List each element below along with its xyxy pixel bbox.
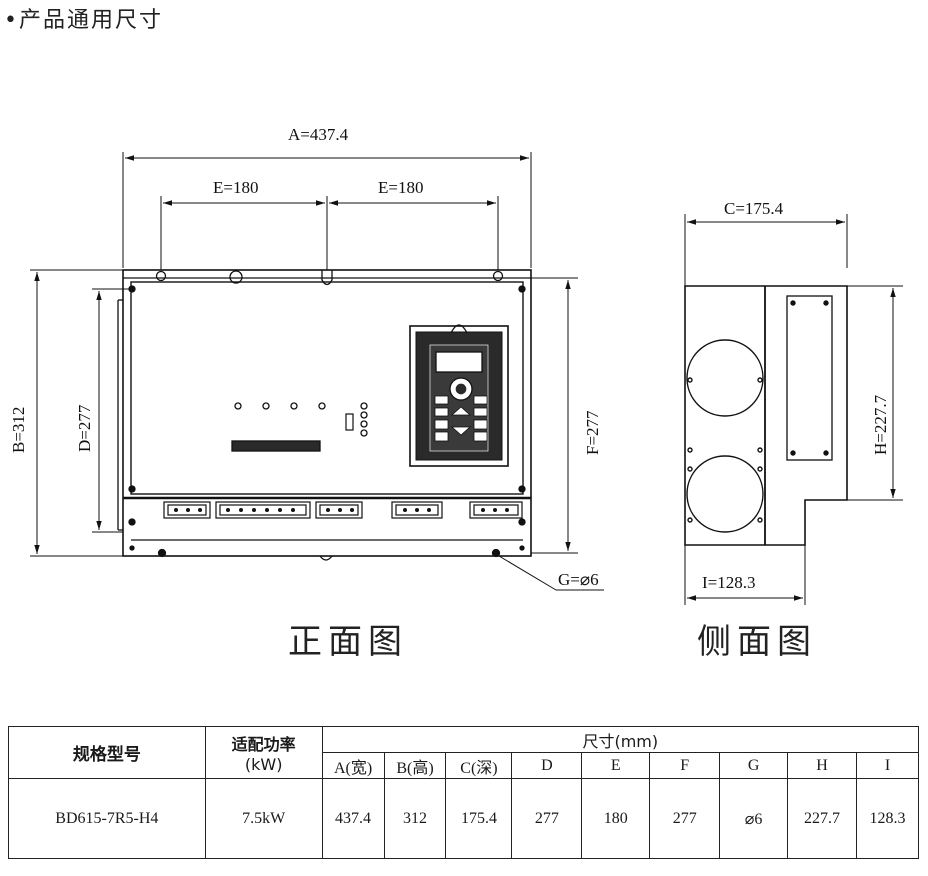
spec-table: 规格型号 适配功率 (kW) 尺寸(mm) A(宽) B(高) C(深) D E…: [8, 726, 920, 859]
section-title: •产品通用尺寸: [4, 8, 163, 33]
table-row: BD615-7R5-H4 7.5kW 437.4 312 175.4 277 1…: [8, 778, 920, 859]
subheader-e: E: [581, 752, 651, 779]
subheader-d: D: [511, 752, 583, 779]
side-view-caption: 侧面图: [697, 622, 817, 662]
dim-f-label: F=277: [583, 410, 602, 455]
front-dimensions: [30, 152, 604, 591]
header-power: 适配功率 (kW): [204, 726, 323, 779]
cell-b: 312: [383, 778, 447, 859]
cell-model: BD615-7R5-H4: [8, 778, 206, 859]
subheader-c: C(深): [445, 752, 513, 779]
dim-c-label: C=175.4: [724, 199, 784, 218]
cell-a: 437.4: [321, 778, 385, 859]
front-view-caption: 正面图: [288, 622, 408, 662]
dim-e-left-label: E=180: [213, 178, 258, 197]
side-view: [684, 285, 848, 546]
side-dimensions: [684, 214, 903, 605]
cell-h: 227.7: [787, 778, 857, 859]
dim-g-label: G=⌀6: [558, 570, 599, 589]
dim-i-label: I=128.3: [702, 573, 756, 592]
cell-power: 7.5kW: [204, 778, 323, 859]
cell-d: 277: [511, 778, 583, 859]
dim-a-label: A=437.4: [288, 125, 349, 144]
front-view: [117, 269, 532, 561]
subheader-h: H: [787, 752, 857, 779]
header-power-line1: 适配功率: [231, 735, 296, 754]
header-model: 规格型号: [8, 726, 206, 779]
dimension-drawing: A=437.4 E=180 E=180 B=312 D=277 F=277 G=…: [9, 125, 903, 662]
header-power-line2: (kW): [244, 755, 283, 774]
subheader-g: G: [719, 752, 789, 779]
dim-d-label: D=277: [75, 404, 94, 452]
dim-h-label: H=227.7: [871, 394, 890, 455]
header-dims: 尺寸(mm): [321, 726, 920, 753]
dim-e-right-label: E=180: [378, 178, 423, 197]
cell-c: 175.4: [445, 778, 513, 859]
cell-g: ⌀6: [719, 778, 789, 859]
dim-b-label: B=312: [9, 407, 28, 453]
subheader-i: I: [855, 752, 920, 779]
cell-i: 128.3: [855, 778, 920, 859]
cell-f: 277: [649, 778, 721, 859]
subheader-f: F: [649, 752, 721, 779]
subheader-b: B(高): [383, 752, 447, 779]
subheader-a: A(宽): [321, 752, 385, 779]
cell-e: 180: [581, 778, 651, 859]
